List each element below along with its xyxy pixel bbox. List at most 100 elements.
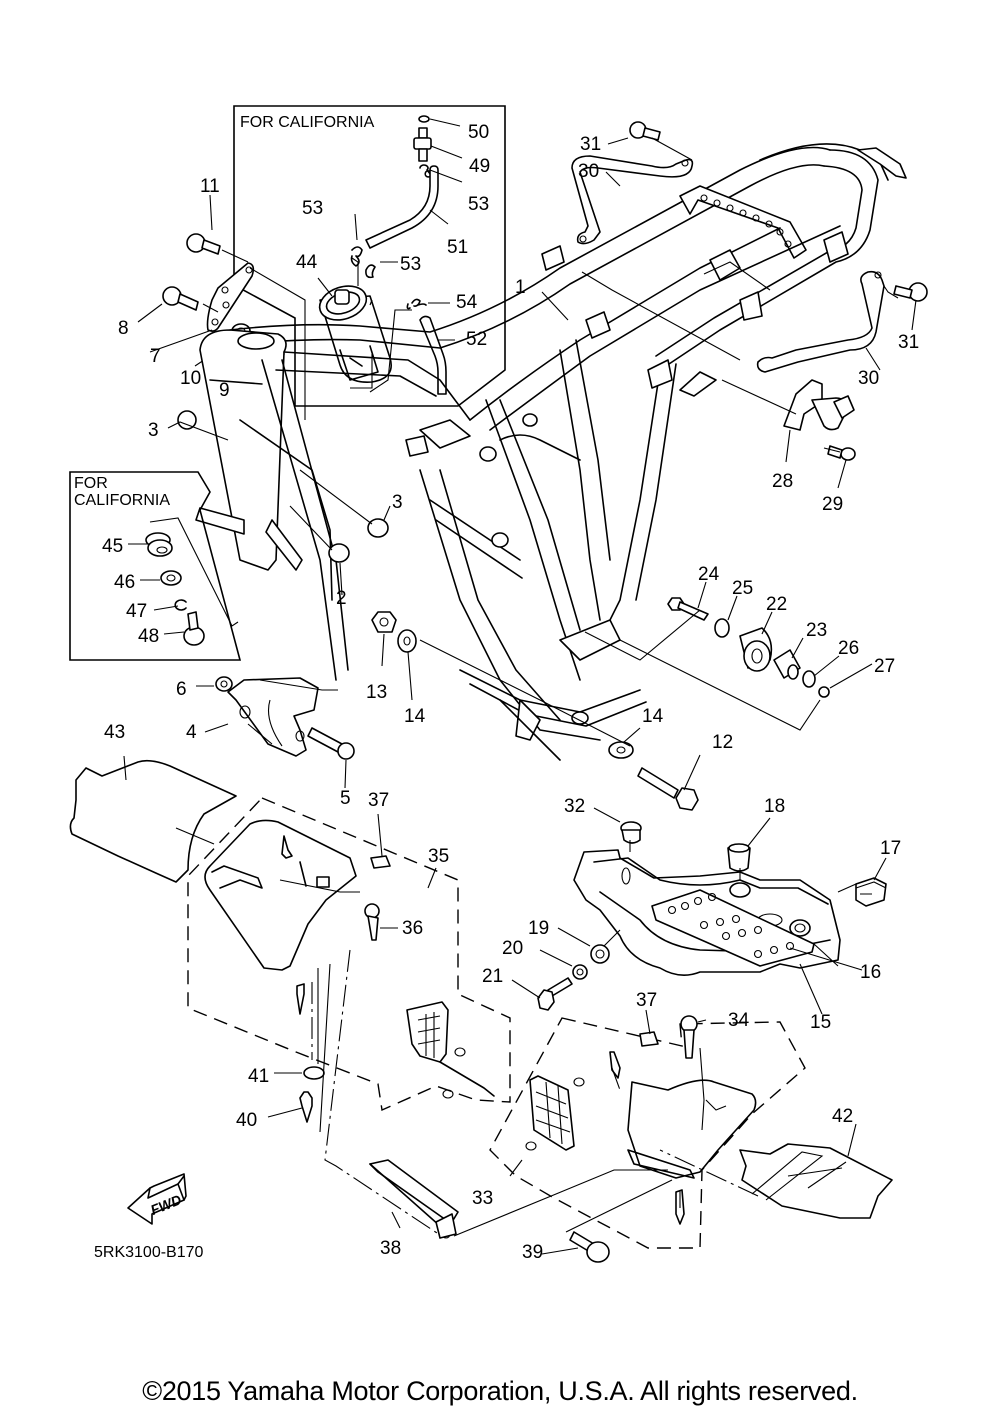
callout-30: 30: [858, 368, 879, 389]
part-32-grommet: [620, 821, 642, 844]
part-8-bolt: [162, 286, 199, 311]
callout-14: 14: [404, 706, 426, 727]
leader-lines-right: [541, 137, 917, 489]
part-31-bolt-top: [629, 121, 661, 141]
part-7-bracket: [206, 262, 255, 332]
part-33-side-cover: [627, 1079, 757, 1179]
callout-35: 35: [428, 846, 449, 867]
leader-lines-box: [317, 118, 463, 393]
part-40-rivet: [299, 1091, 313, 1123]
part-12-bolt: [637, 767, 699, 811]
part-48-clip: [174, 599, 187, 611]
part-20-collar: [572, 964, 588, 980]
part-26-washer: [802, 670, 816, 688]
callout-8: 8: [118, 318, 129, 339]
part-42-rear-panel: [739, 1143, 893, 1219]
callout-24: 24: [698, 564, 720, 585]
part-39-bolt: [569, 1231, 610, 1263]
callout-30: 30: [578, 161, 599, 182]
part-5-bolt: [307, 727, 355, 760]
callout-11: 11: [200, 176, 220, 197]
callout-18: 18: [764, 796, 785, 817]
callout-28: 28: [772, 471, 793, 492]
part-51-hose: [365, 165, 439, 249]
callout-34: 34: [728, 1010, 750, 1031]
part-23-collar: [773, 649, 801, 680]
part-29-screw: [827, 445, 856, 461]
part-37-block-top: [370, 855, 391, 869]
part-13-nut: [371, 611, 397, 633]
california-canister-box: FOR CALIFORNIA: [233, 105, 506, 407]
part-30-grab-bar-right: [756, 270, 885, 373]
part-35-rivet-top: [281, 835, 293, 859]
callout-44: 44: [296, 252, 318, 273]
part-16-plate: [651, 889, 815, 967]
part-50-oring: [418, 115, 430, 123]
callout-2: 2: [336, 588, 347, 609]
california-left-label-line1: FOR: [74, 475, 108, 492]
part-34-pin: [680, 1015, 698, 1059]
callout-54: 54: [456, 292, 478, 313]
part-22-bushing: [739, 627, 773, 672]
callout-15: 15: [810, 1012, 831, 1033]
part-43-fender: [69, 759, 237, 883]
part-3-cap-right: [367, 518, 389, 538]
callout-37: 37: [636, 990, 657, 1011]
part-54-clip: [406, 298, 427, 310]
callout-20: 20: [502, 938, 523, 959]
part-37-block-right: [639, 1031, 659, 1047]
california-left-label-line2: CALIFORNIA: [74, 492, 170, 509]
copyright-notice: ©2015 Yamaha Motor Corporation, U.S.A. A…: [142, 1376, 858, 1406]
part-code: 5RK3100-B170: [94, 1244, 204, 1261]
callout-42: 42: [832, 1106, 853, 1127]
leader-lines-ca-left: [128, 543, 185, 635]
callout-38: 38: [380, 1238, 401, 1259]
callout-31: 31: [898, 332, 919, 353]
california-left-box: FOR CALIFORNIA: [69, 471, 242, 661]
callout-3: 3: [392, 492, 403, 513]
part-49-fitting: [413, 127, 432, 162]
part-33-rivet-top: [609, 1051, 621, 1079]
callout-53: 53: [468, 194, 489, 215]
callout-46: 46: [114, 572, 135, 593]
part-53-clip-mid: [365, 264, 376, 279]
part-1-frame: [195, 143, 907, 761]
part-35-rivet-lower: [296, 983, 305, 1015]
callout-29: 29: [822, 494, 843, 515]
part-2-cap: [328, 543, 350, 563]
callout-36: 36: [402, 918, 423, 939]
callout-7: 7: [150, 346, 161, 367]
callout-25: 25: [732, 578, 753, 599]
callout-17: 17: [880, 838, 901, 859]
leader-lines-35: [123, 755, 437, 1133]
callout-26: 26: [838, 638, 859, 659]
callout-27: 27: [874, 656, 895, 677]
leader-lines-12-13-14: [381, 633, 701, 791]
callout-48: 48: [138, 626, 159, 647]
callout-14: 14: [642, 706, 664, 727]
centerline-left: [311, 949, 441, 1236]
callout-13: 13: [366, 682, 387, 703]
callout-49: 49: [469, 156, 490, 177]
part-31-bolt-right: [893, 282, 928, 302]
callout-47: 47: [126, 601, 147, 622]
callout-50: 50: [468, 122, 489, 143]
part-35-clip: [316, 876, 330, 888]
callout-52: 52: [466, 329, 487, 350]
part-33-footrest-grid: [525, 1075, 585, 1151]
part-30-grab-bar-left: [571, 155, 694, 245]
part-14-washer-right: [608, 741, 634, 759]
callout-53: 53: [400, 254, 421, 275]
callout-3: 3: [148, 420, 159, 441]
callout-4: 4: [186, 722, 197, 743]
callout-45: 45: [102, 536, 123, 557]
part-21-bolt: [537, 977, 573, 1011]
callout-40: 40: [236, 1110, 257, 1131]
leader-lines-4-5: [204, 679, 347, 789]
part-47-bolt: [183, 611, 205, 646]
part-4-engine-bracket: [227, 677, 319, 757]
callout-33: 33: [472, 1188, 493, 1209]
california-box-label: FOR CALIFORNIA: [240, 114, 375, 131]
part-36-pin: [364, 903, 380, 941]
part-27-nut: [818, 686, 830, 698]
